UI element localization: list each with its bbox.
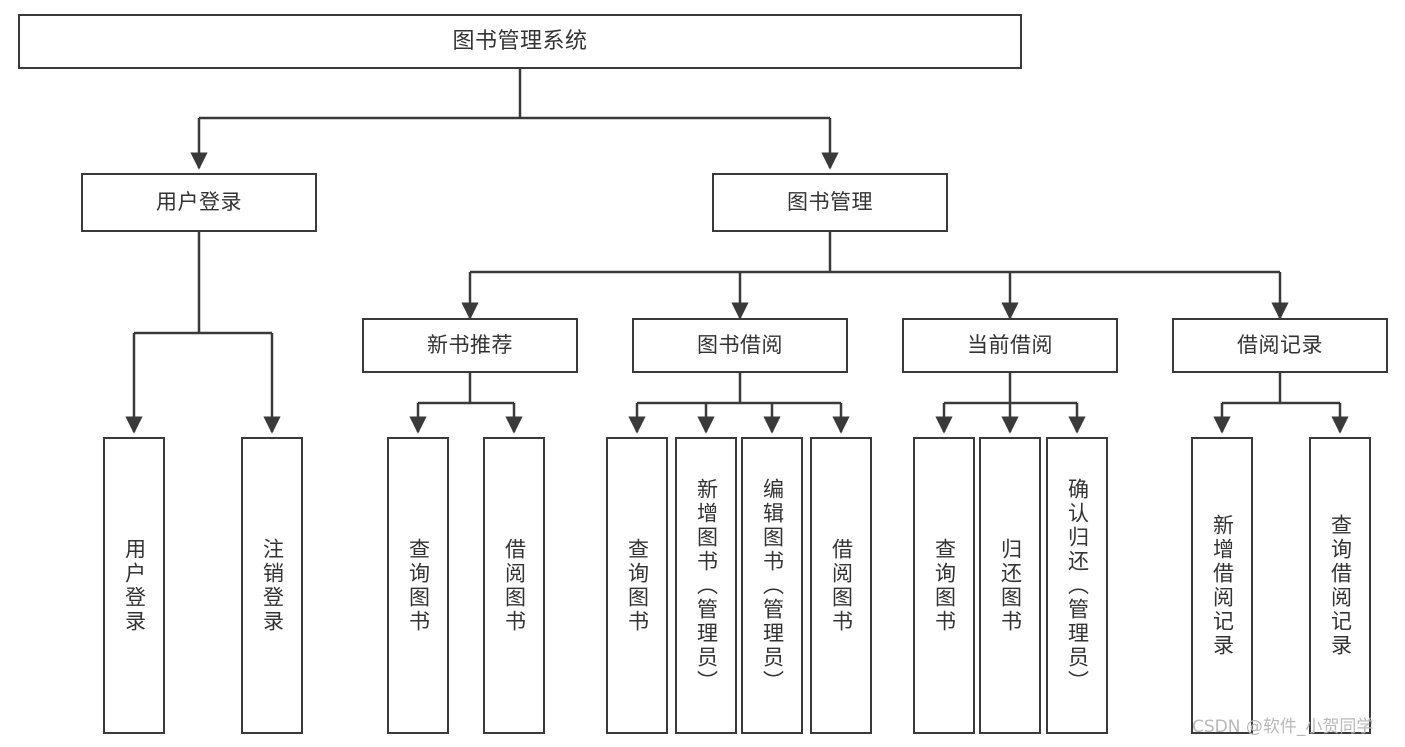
node-book-borrow[interactable]: 图书借阅 [632,318,848,373]
node-root[interactable]: 图书管理系统 [18,14,1022,69]
node-leaf-query-book-1-label: 查询图书 [406,537,431,634]
node-leaf-logout[interactable]: 注销登录 [241,437,303,734]
node-leaf-edit-book-label: 编辑图书（管理员） [760,477,785,694]
node-current-borrow-label: 当前借阅 [967,333,1053,358]
node-borrow-record[interactable]: 借阅记录 [1172,318,1388,373]
node-leaf-query-book-2-label: 查询图书 [625,537,650,634]
node-leaf-query-book-2[interactable]: 查询图书 [606,437,668,734]
node-leaf-borrow-book-2-label: 借阅图书 [829,537,854,634]
node-leaf-borrow-book-2[interactable]: 借阅图书 [810,437,872,734]
node-leaf-query-book-3-label: 查询图书 [932,537,957,634]
node-leaf-borrow-book-1-label: 借阅图书 [502,537,527,634]
node-leaf-user-login[interactable]: 用户登录 [103,437,165,734]
node-leaf-borrow-book-1[interactable]: 借阅图书 [483,437,545,734]
node-book-manage-label: 图书管理 [787,190,873,215]
node-user-login[interactable]: 用户登录 [81,173,317,232]
node-leaf-query-record[interactable]: 查询借阅记录 [1309,437,1371,734]
node-leaf-confirm-return-label: 确认归还（管理员） [1065,477,1090,694]
node-leaf-edit-book[interactable]: 编辑图书（管理员） [741,437,803,734]
node-leaf-user-login-label: 用户登录 [122,537,147,634]
node-leaf-return-book[interactable]: 归还图书 [979,437,1041,734]
node-current-borrow[interactable]: 当前借阅 [902,318,1118,373]
node-leaf-query-book-3[interactable]: 查询图书 [913,437,975,734]
node-book-manage[interactable]: 图书管理 [712,173,948,232]
node-leaf-add-record[interactable]: 新增借阅记录 [1191,437,1253,734]
node-book-borrow-label: 图书借阅 [697,333,783,358]
node-root-label: 图书管理系统 [452,28,588,54]
node-new-book-recommend[interactable]: 新书推荐 [362,318,578,373]
node-leaf-query-book-1[interactable]: 查询图书 [387,437,449,734]
node-leaf-add-record-label: 新增借阅记录 [1210,513,1235,658]
csdn-watermark: CSDN @软件_小贺同学 [1192,717,1374,737]
node-leaf-add-book[interactable]: 新增图书（管理员） [675,437,737,734]
node-leaf-add-book-label: 新增图书（管理员） [694,477,719,694]
node-leaf-confirm-return[interactable]: 确认归还（管理员） [1046,437,1108,734]
node-user-login-label: 用户登录 [156,190,242,215]
node-leaf-logout-label: 注销登录 [260,537,285,634]
node-leaf-return-book-label: 归还图书 [998,537,1023,634]
node-new-book-recommend-label: 新书推荐 [427,333,513,358]
node-borrow-record-label: 借阅记录 [1237,333,1323,358]
node-leaf-query-record-label: 查询借阅记录 [1328,513,1353,658]
